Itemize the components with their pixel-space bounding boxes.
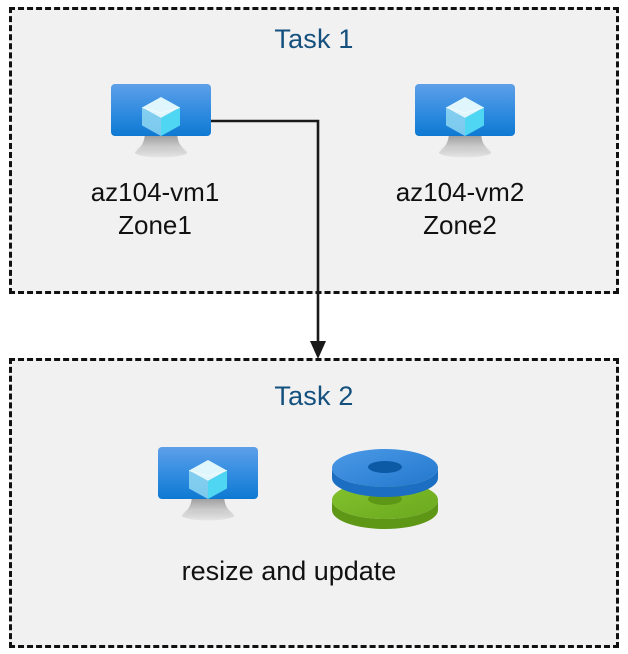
task-2-title: Task 2 [274, 381, 354, 411]
vm1-zone: Zone1 [118, 210, 192, 240]
virtual-machine-icon [110, 83, 212, 161]
virtual-machine-icon [414, 83, 516, 161]
vm2-zone: Zone2 [423, 210, 497, 240]
task-2-container [9, 358, 619, 648]
task-2-action-label: resize and update [181, 556, 397, 586]
disk-blue [332, 449, 438, 497]
arrowhead-icon [310, 341, 326, 359]
vm2-name: az104-vm2 [395, 177, 525, 207]
vm1-name: az104-vm1 [90, 177, 220, 207]
vm2-label: az104-vm2 Zone2 [345, 176, 575, 242]
task-1-title: Task 1 [274, 24, 354, 54]
virtual-machine-icon [157, 446, 259, 524]
vm1-label: az104-vm1 Zone1 [40, 176, 270, 242]
managed-disks-icon [330, 442, 440, 530]
